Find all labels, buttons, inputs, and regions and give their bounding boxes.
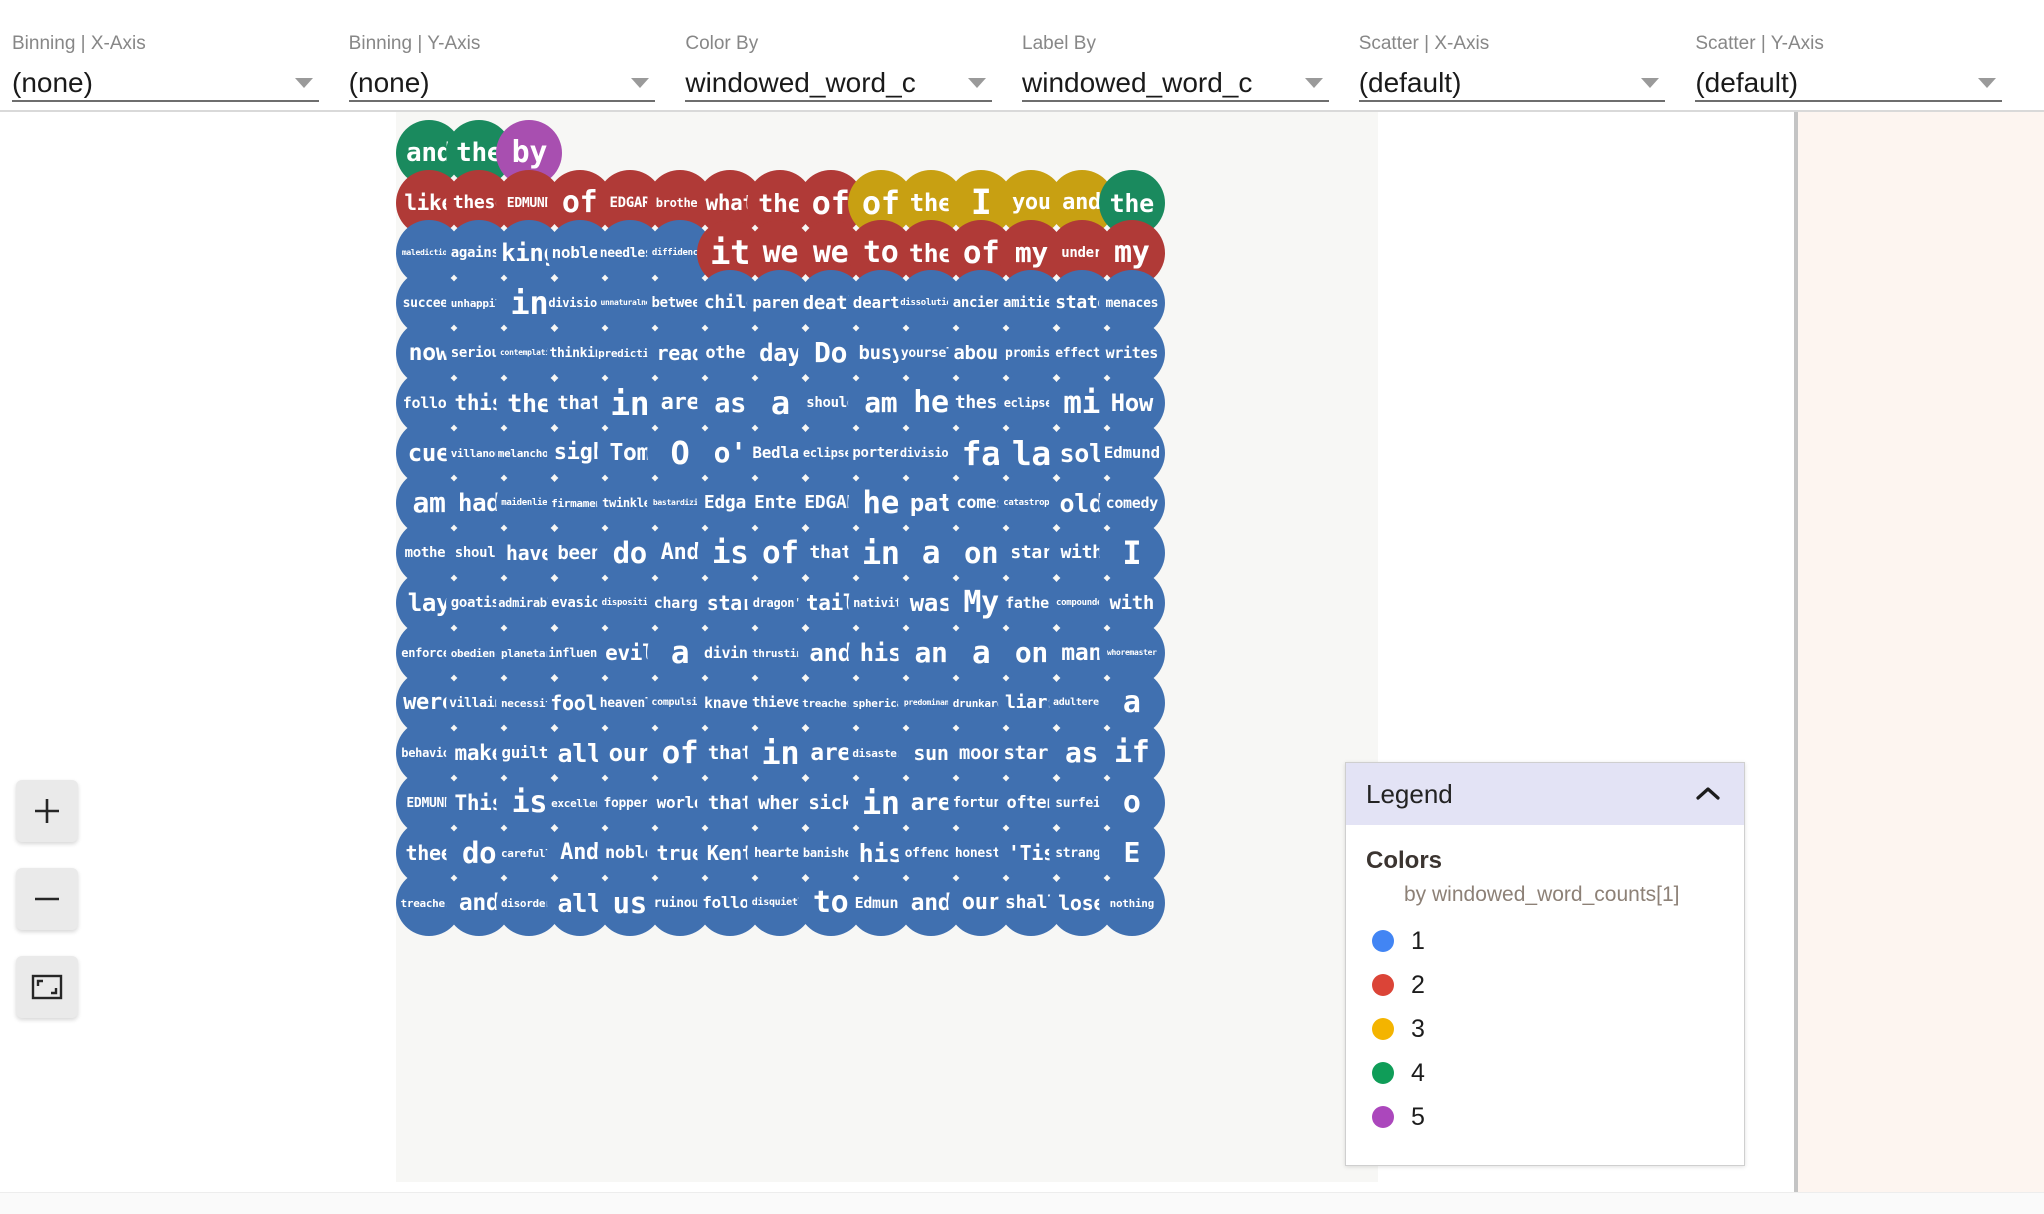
legend-item[interactable]: 5 [1346, 1095, 1744, 1139]
bubble-label[interactable]: all [546, 870, 613, 936]
label-by-label: Label By [1022, 33, 1096, 54]
scatter-y-axis-label: Scatter | Y-Axis [1695, 33, 1824, 54]
select-label-by[interactable]: Label By windowed_word_c [1022, 33, 1329, 110]
fit-to-screen-icon [31, 974, 63, 1000]
bubble-label[interactable]: villains [446, 670, 513, 736]
select-scatter-x-axis[interactable]: Scatter | X-Axis (default) [1358, 33, 1666, 110]
bubble-label[interactable]: his [847, 620, 914, 686]
legend-item-label: 4 [1411, 1058, 1425, 1087]
chevron-up-icon[interactable] [1694, 785, 1722, 803]
legend-subtitle: by windowed_word_counts[1] [1404, 883, 1680, 906]
bubble-label[interactable]: comes [948, 470, 1015, 536]
bubble-label[interactable]: lose [1048, 870, 1115, 936]
bottom-status-strip [0, 1192, 2044, 1214]
legend-panel[interactable]: Legend Colors by windowed_word_counts[1]… [1345, 762, 1745, 1166]
legend-color-swatch [1372, 1106, 1394, 1128]
label-by-value: windowed_word_c [1022, 67, 1253, 98]
select-binning-y-axis[interactable]: Binning | Y-Axis (none) [348, 33, 656, 110]
panel-divider[interactable] [1794, 112, 1798, 1192]
scatter-y-axis-control[interactable]: (default) [1695, 66, 2003, 102]
legend-section-title: Colors [1366, 847, 1443, 874]
select-scatter-y-axis[interactable]: Scatter | Y-Axis (default) [1695, 33, 2003, 110]
fit-to-screen-button[interactable] [16, 956, 78, 1018]
chevron-down-icon[interactable] [1641, 78, 1660, 88]
legend-body: Colors by windowed_word_counts[1] 1 2 3 4 5 [1346, 825, 1744, 1165]
binning-x-axis-control[interactable]: (none) [12, 66, 319, 102]
legend-item[interactable]: 4 [1346, 1051, 1744, 1095]
scatter-x-axis-value: (default) [1358, 67, 1462, 98]
chevron-down-icon[interactable] [1304, 78, 1323, 88]
legend-item-list: 1 2 3 4 5 [1346, 919, 1744, 1139]
bubble-label[interactable]: what [697, 170, 764, 236]
legend-header[interactable]: Legend [1346, 763, 1744, 825]
binning-x-axis-label: Binning | X-Axis [12, 33, 146, 54]
legend-item[interactable]: 2 [1346, 963, 1744, 1007]
binning-x-axis-value: (none) [12, 67, 93, 98]
bubble-label[interactable]: sun [898, 720, 964, 786]
bubble-label[interactable]: EDMUND [396, 770, 462, 836]
legend-title: Legend [1366, 778, 1453, 809]
bubble-label[interactable]: our [948, 870, 1015, 936]
bubble-label[interactable]: ruinous [647, 870, 713, 936]
filter-toolbar: Binning | X-Axis (none) Binning | Y-Axis (n… [0, 0, 2044, 112]
bubble-label[interactable]: us [596, 870, 663, 936]
legend-color-swatch [1372, 974, 1394, 996]
zoom-in-button[interactable] [16, 780, 78, 842]
bubble-label[interactable]: am [847, 370, 914, 436]
zoom-in-icon [35, 799, 59, 823]
label-by-control[interactable]: windowed_word_c [1022, 66, 1329, 102]
chevron-down-icon[interactable] [631, 78, 650, 88]
zoom-out-icon [35, 897, 59, 901]
bubble-label[interactable]: nothing [1098, 870, 1165, 936]
bubble-label[interactable]: by [496, 120, 563, 186]
chevron-down-icon[interactable] [968, 78, 987, 88]
binning-y-axis-value: (none) [348, 67, 430, 98]
legend-item[interactable]: 1 [1346, 919, 1744, 963]
binning-y-axis-label: Binning | Y-Axis [348, 33, 481, 54]
select-binning-x-axis[interactable]: Binning | X-Axis (none) [12, 33, 319, 110]
bubble-label[interactable]: o [1098, 770, 1165, 836]
zoom-out-button[interactable] [16, 868, 78, 930]
legend-color-swatch [1372, 1062, 1394, 1084]
bubble-label[interactable]: read [647, 320, 713, 386]
bubble-label[interactable]: that [697, 770, 764, 836]
bubble-label[interactable]: in [596, 370, 663, 436]
legend-color-swatch [1372, 1018, 1394, 1040]
legend-item-label: 2 [1411, 970, 1425, 999]
right-side-panel [1798, 112, 2044, 1192]
color-by-control[interactable]: windowed_word_c [685, 66, 993, 102]
bubble-label[interactable]: and [898, 870, 964, 936]
legend-color-swatch [1372, 930, 1394, 952]
legend-item-label: 1 [1411, 926, 1425, 955]
binning-y-axis-control[interactable]: (none) [348, 66, 656, 102]
legend-item-label: 3 [1411, 1014, 1425, 1043]
scatter-x-axis-label: Scatter | X-Axis [1358, 33, 1490, 54]
scatter-y-axis-value: (default) [1695, 67, 1799, 98]
bubble-label[interactable]: and [797, 620, 864, 686]
color-by-label: Color By [685, 33, 759, 54]
chevron-down-icon[interactable] [294, 78, 313, 88]
select-color-by[interactable]: Color By windowed_word_c [685, 33, 993, 110]
legend-item-label: 5 [1411, 1102, 1425, 1131]
chevron-down-icon[interactable] [1978, 78, 1997, 88]
scatter-x-axis-control[interactable]: (default) [1358, 66, 1666, 102]
color-by-value: windowed_word_c [685, 67, 916, 98]
legend-item[interactable]: 3 [1346, 1007, 1744, 1051]
zoom-controls [16, 780, 78, 1018]
